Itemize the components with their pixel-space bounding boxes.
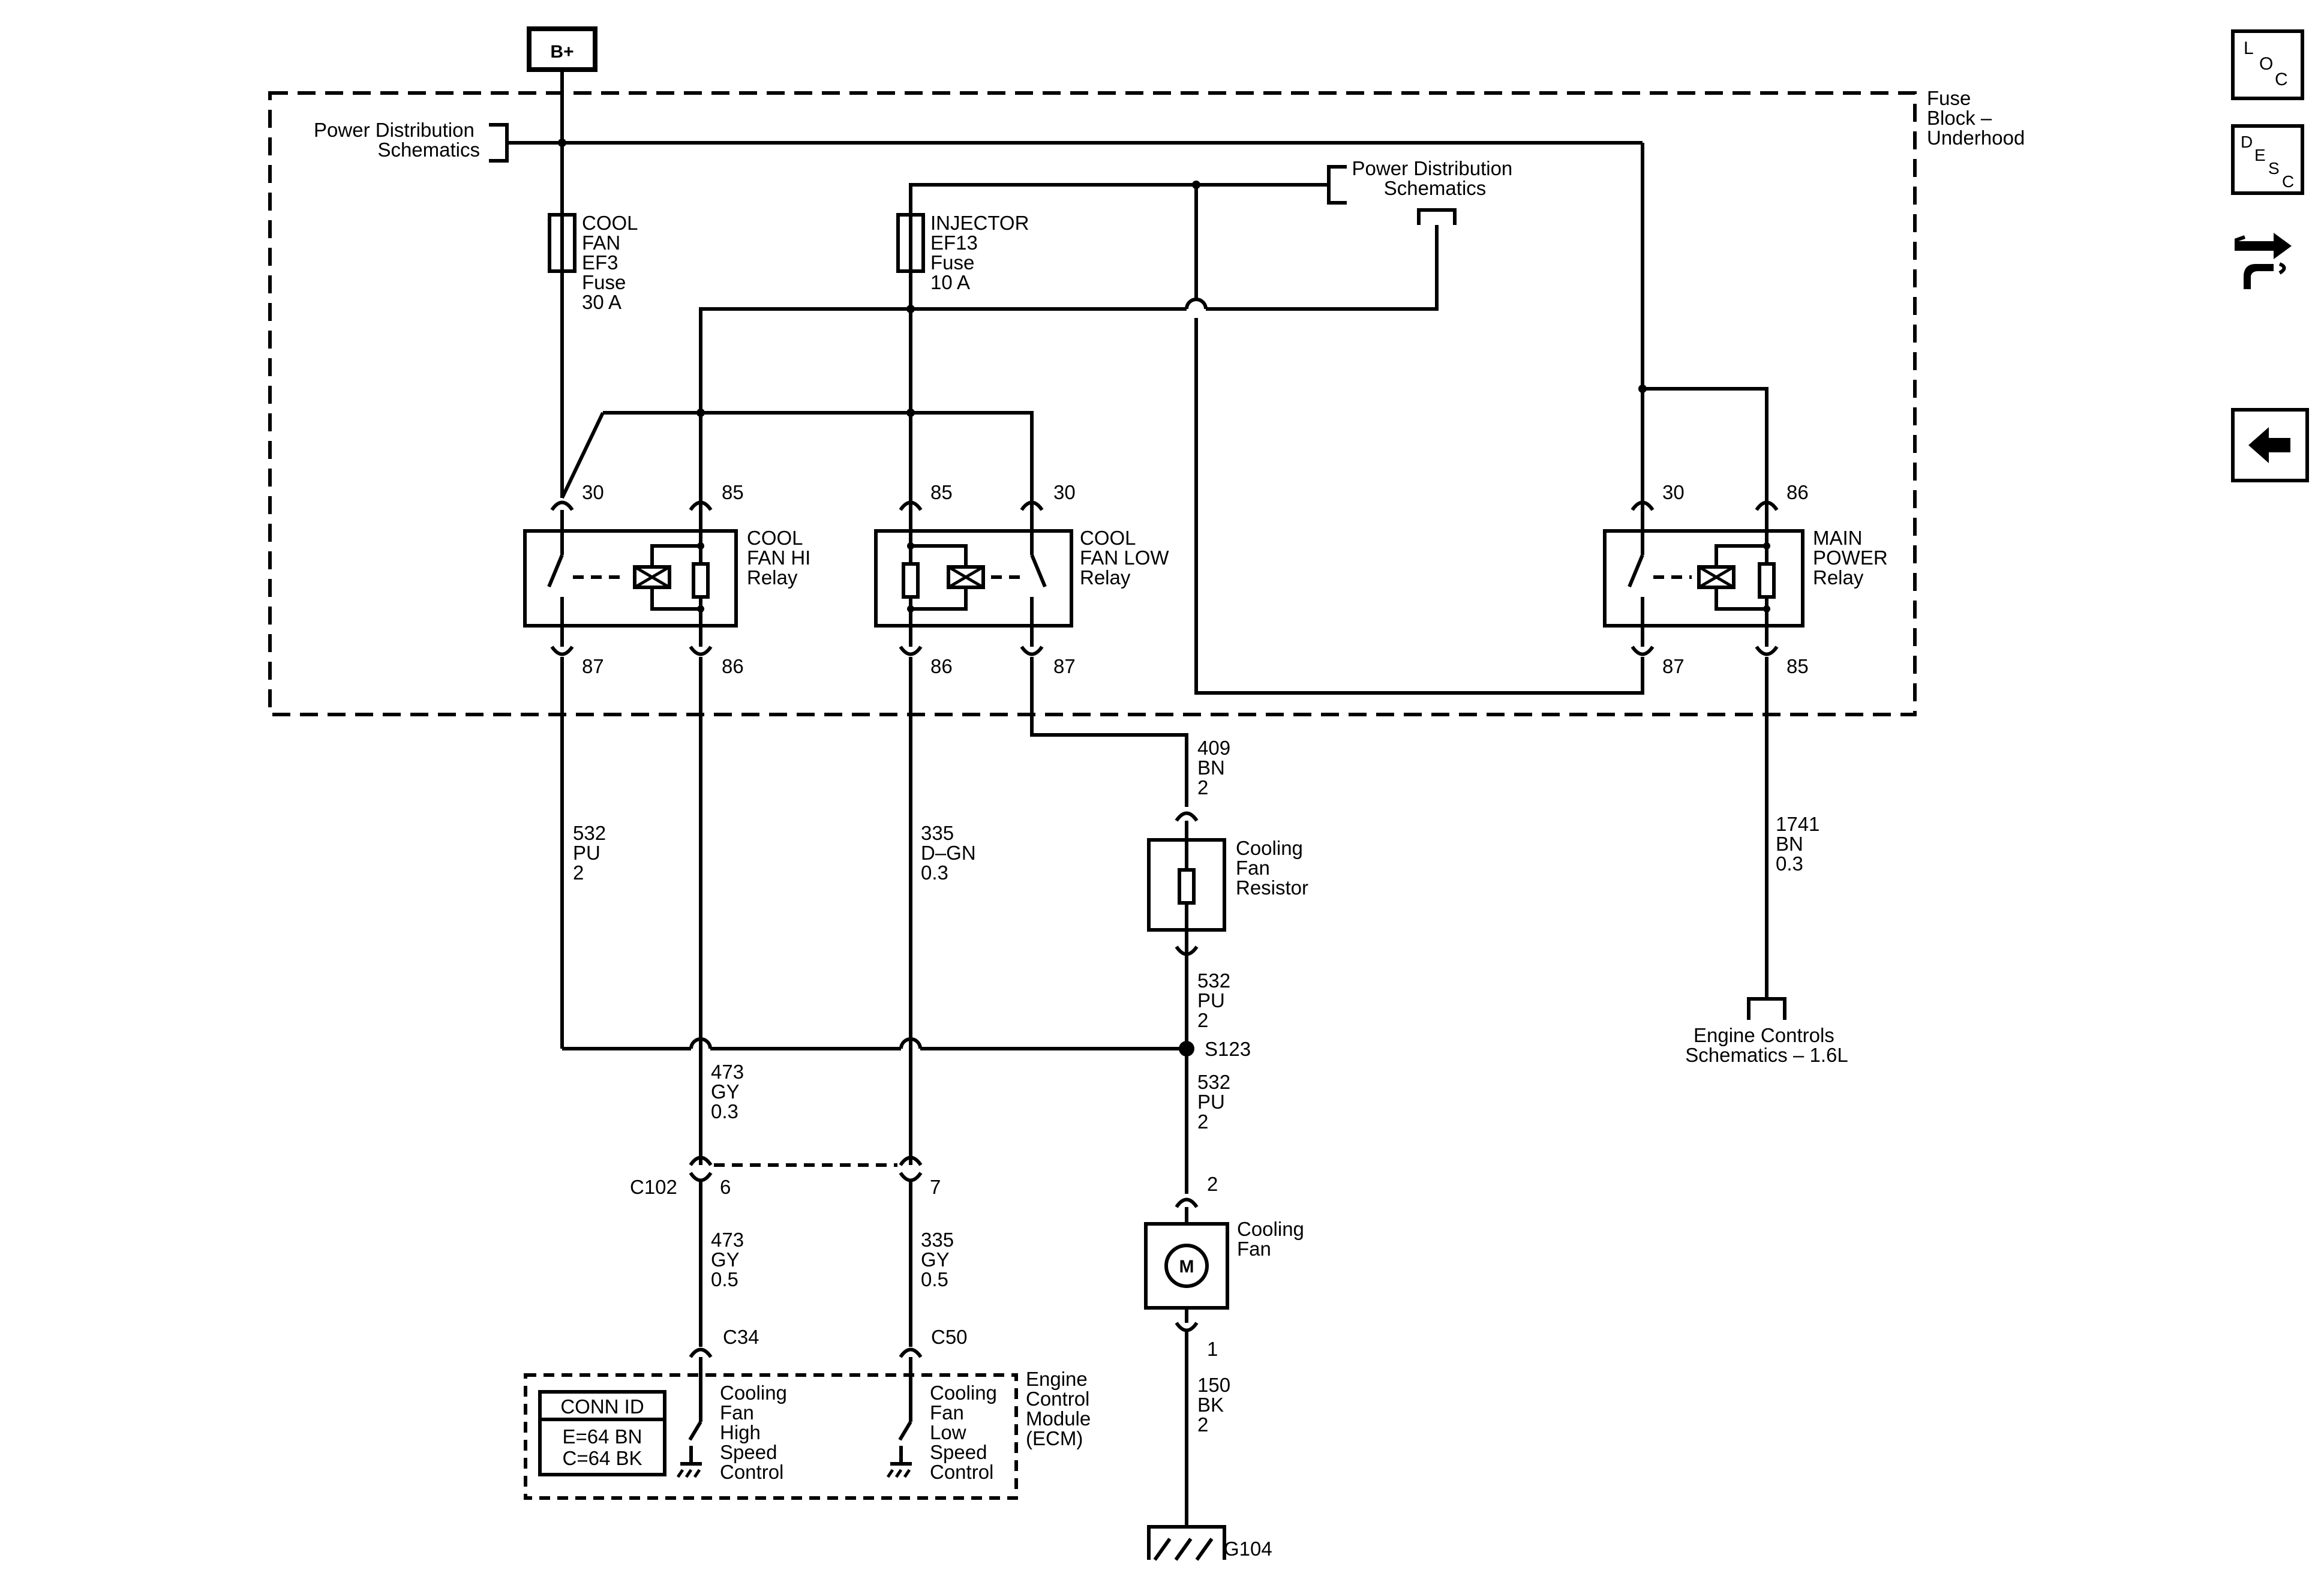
relay-low-pin-86: 86 [930,655,953,677]
engine-controls-reference[interactable]: Engine Controls Schematics – 1.6L [1685,997,1848,1066]
svg-text:30 86 87 85: 30 86 87 85 [1662,481,1814,677]
splice-label: S123 [1205,1038,1251,1060]
svg-text:L: L [2244,38,2254,58]
wires [507,70,1768,1527]
ecm-label: Engine Control Module (ECM) [1026,1368,1096,1449]
connector-c102[interactable]: C102 6 7 [630,1155,941,1198]
loc-icon[interactable]: L O C [2231,29,2304,100]
wire-532-pu-label-b: 532 PU 2 [1197,969,1236,1031]
fuse-ef3-label: COOL FAN EF3 Fuse 30 A [582,212,642,313]
relay-low-pin-30: 30 [1053,481,1076,503]
wire-532-pu-label-a: 532 PU 2 [573,822,611,884]
cool-fan-hi-relay[interactable]: 30 85 87 86 COOL FAN HI Relay [523,481,816,677]
cooling-fan-motor[interactable]: M 2 1 Cooling Fan [1144,1173,1310,1360]
relay-main-pin-87: 87 [1662,655,1685,677]
ecm-module[interactable]: C34 C50 CONN ID E=64 BN C=64 BK Cooling … [524,1326,1096,1500]
wire-532-pu-label-c: 532 PU 2 [1197,1071,1236,1133]
power-distribution-right[interactable]: Power Distribution Schematics [1327,157,1518,225]
relay-hi-pin-86: 86 [722,655,744,677]
wire-labels: 409 BN 2 532 PU 2 335 D–GN 0.3 1741 BN 0… [573,737,1825,1436]
ground-g104: G104 [1147,1525,1272,1561]
svg-text:D: D [2241,133,2253,151]
main-power-relay-label: MAIN POWER Relay [1813,527,1893,589]
cool-fan-low-relay[interactable]: 85 30 86 87 COOL FAN LOW Relay [874,481,1175,677]
engine-controls-label: Engine Controls Schematics – 1.6L [1685,1024,1848,1066]
fuse-ef13-label: INJECTOR EF13 Fuse 10 A [930,212,1035,293]
c102-pin-6: 6 [720,1176,731,1198]
motor-pin-1: 1 [1207,1338,1218,1360]
ecm-high-speed-label: Cooling Fan High Speed Control [720,1382,792,1483]
power-distribution-right-label: Power Distribution Schematics [1352,157,1518,199]
power-distribution-left[interactable]: Power Distribution Schematics [314,119,509,163]
motor-pin-2: 2 [1207,1173,1218,1195]
svg-text:E: E [2254,146,2266,164]
c34-label: C34 [723,1326,759,1348]
svg-text:C=64 BK: C=64 BK [563,1447,642,1469]
motor-symbol: M [1179,1257,1194,1277]
ground-label: G104 [1224,1538,1272,1560]
wire-1741-label: 1741 BN 0.3 [1776,813,1825,875]
cool-fan-hi-relay-label: COOL FAN HI Relay [747,527,816,589]
battery-supply: B+ [527,26,597,72]
ecm-low-speed-label: Cooling Fan Low Speed Control [930,1382,1002,1483]
back-arrow-icon[interactable] [2231,408,2309,482]
fuse-ef3: COOL FAN EF3 Fuse 30 A [548,212,642,313]
cooling-fan-motor-label: Cooling Fan [1237,1218,1310,1260]
wire-409-label: 409 BN 2 [1197,737,1236,798]
svg-text:30 85 87 86: 30 85 87 86 [582,481,749,677]
fuse-ef13: INJECTOR EF13 Fuse 10 A [896,212,1035,293]
main-power-relay[interactable]: 30 86 87 85 MAIN POWER Relay [1603,481,1893,677]
relay-main-pin-85: 85 [1786,655,1809,677]
fuse-block-outline [268,91,1917,716]
cooling-fan-resistor[interactable]: Cooling Fan Resistor [1147,811,1308,956]
connector-end-view-icon[interactable] [2235,233,2292,289]
conn-id-table: CONN ID E=64 BN C=64 BK [538,1390,666,1476]
c102-pin-7: 7 [930,1176,941,1198]
splice-s123: S123 [1179,1038,1251,1060]
relay-low-pin-85: 85 [930,481,953,503]
svg-text:E=64 BN: E=64 BN [563,1425,642,1448]
relay-main-pin-86: 86 [1786,481,1809,503]
wire-473-gy-label-b: 473 GY 0.5 [711,1229,749,1290]
junction-dots [558,139,1647,417]
relay-hi-pin-87: 87 [582,655,604,677]
wire-335-gy-label: 335 GY 0.5 [921,1229,959,1290]
battery-label: B+ [550,42,574,62]
fuse-block-label: Fuse Block – Underhood [1927,87,2025,149]
relay-low-pin-87: 87 [1053,655,1076,677]
wire-473-gy-label-a: 473 GY 0.3 [711,1061,749,1122]
svg-text:CONN ID: CONN ID [560,1395,644,1418]
svg-text:C: C [2282,172,2294,191]
c102-label: C102 [630,1176,677,1198]
c50-label: C50 [931,1326,968,1348]
svg-text:C: C [2275,70,2288,89]
cool-fan-low-relay-label: COOL FAN LOW Relay [1080,527,1175,589]
desc-icon[interactable]: D E S C [2231,124,2304,195]
relay-hi-pin-30: 30 [582,481,604,503]
svg-text:85 30 86 87: 85 30 86 87 [930,481,1081,677]
cooling-fan-resistor-label: Cooling Fan Resistor [1236,837,1308,899]
relay-main-pin-30: 30 [1662,481,1685,503]
power-distribution-left-label: Power Distribution Schematics [314,119,480,161]
svg-text:O: O [2259,54,2273,74]
svg-text:S: S [2268,159,2280,178]
relay-hi-pin-85: 85 [722,481,744,503]
wire-150-bk-label: 150 BK 2 [1197,1374,1236,1436]
wire-335-dgn-label: 335 D–GN 0.3 [921,822,981,884]
